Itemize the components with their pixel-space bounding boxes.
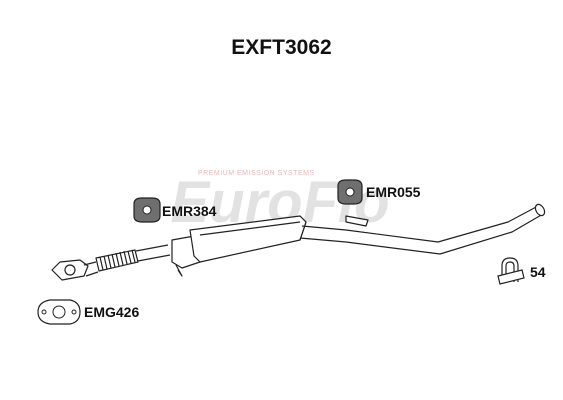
clamp-icon <box>497 257 525 285</box>
rubber-mount-icon-1 <box>133 197 161 223</box>
silencer-box <box>171 215 307 277</box>
rubber-mount-icon-2 <box>337 179 363 205</box>
part-label-emr055: EMR055 <box>366 184 421 200</box>
part-label-emg426: EMG426 <box>84 304 140 320</box>
tailpipe-end <box>534 203 546 217</box>
part-label-emr384: EMR384 <box>162 203 217 219</box>
part-label-clamp: 54 <box>530 264 546 280</box>
hanger-bracket <box>345 215 369 227</box>
page-title: EXFT3062 <box>231 36 332 59</box>
mid-pipe-front <box>135 244 171 262</box>
flexi-section <box>95 249 139 272</box>
front-flange-hole <box>64 264 76 276</box>
tailpipe <box>299 205 544 255</box>
gasket-icon <box>37 299 81 325</box>
watermark-tagline: PREMIUM EMISSION SYSTEMS <box>198 170 315 177</box>
front-pipe <box>83 261 99 277</box>
exhaust-pipe-assembly <box>51 203 546 281</box>
